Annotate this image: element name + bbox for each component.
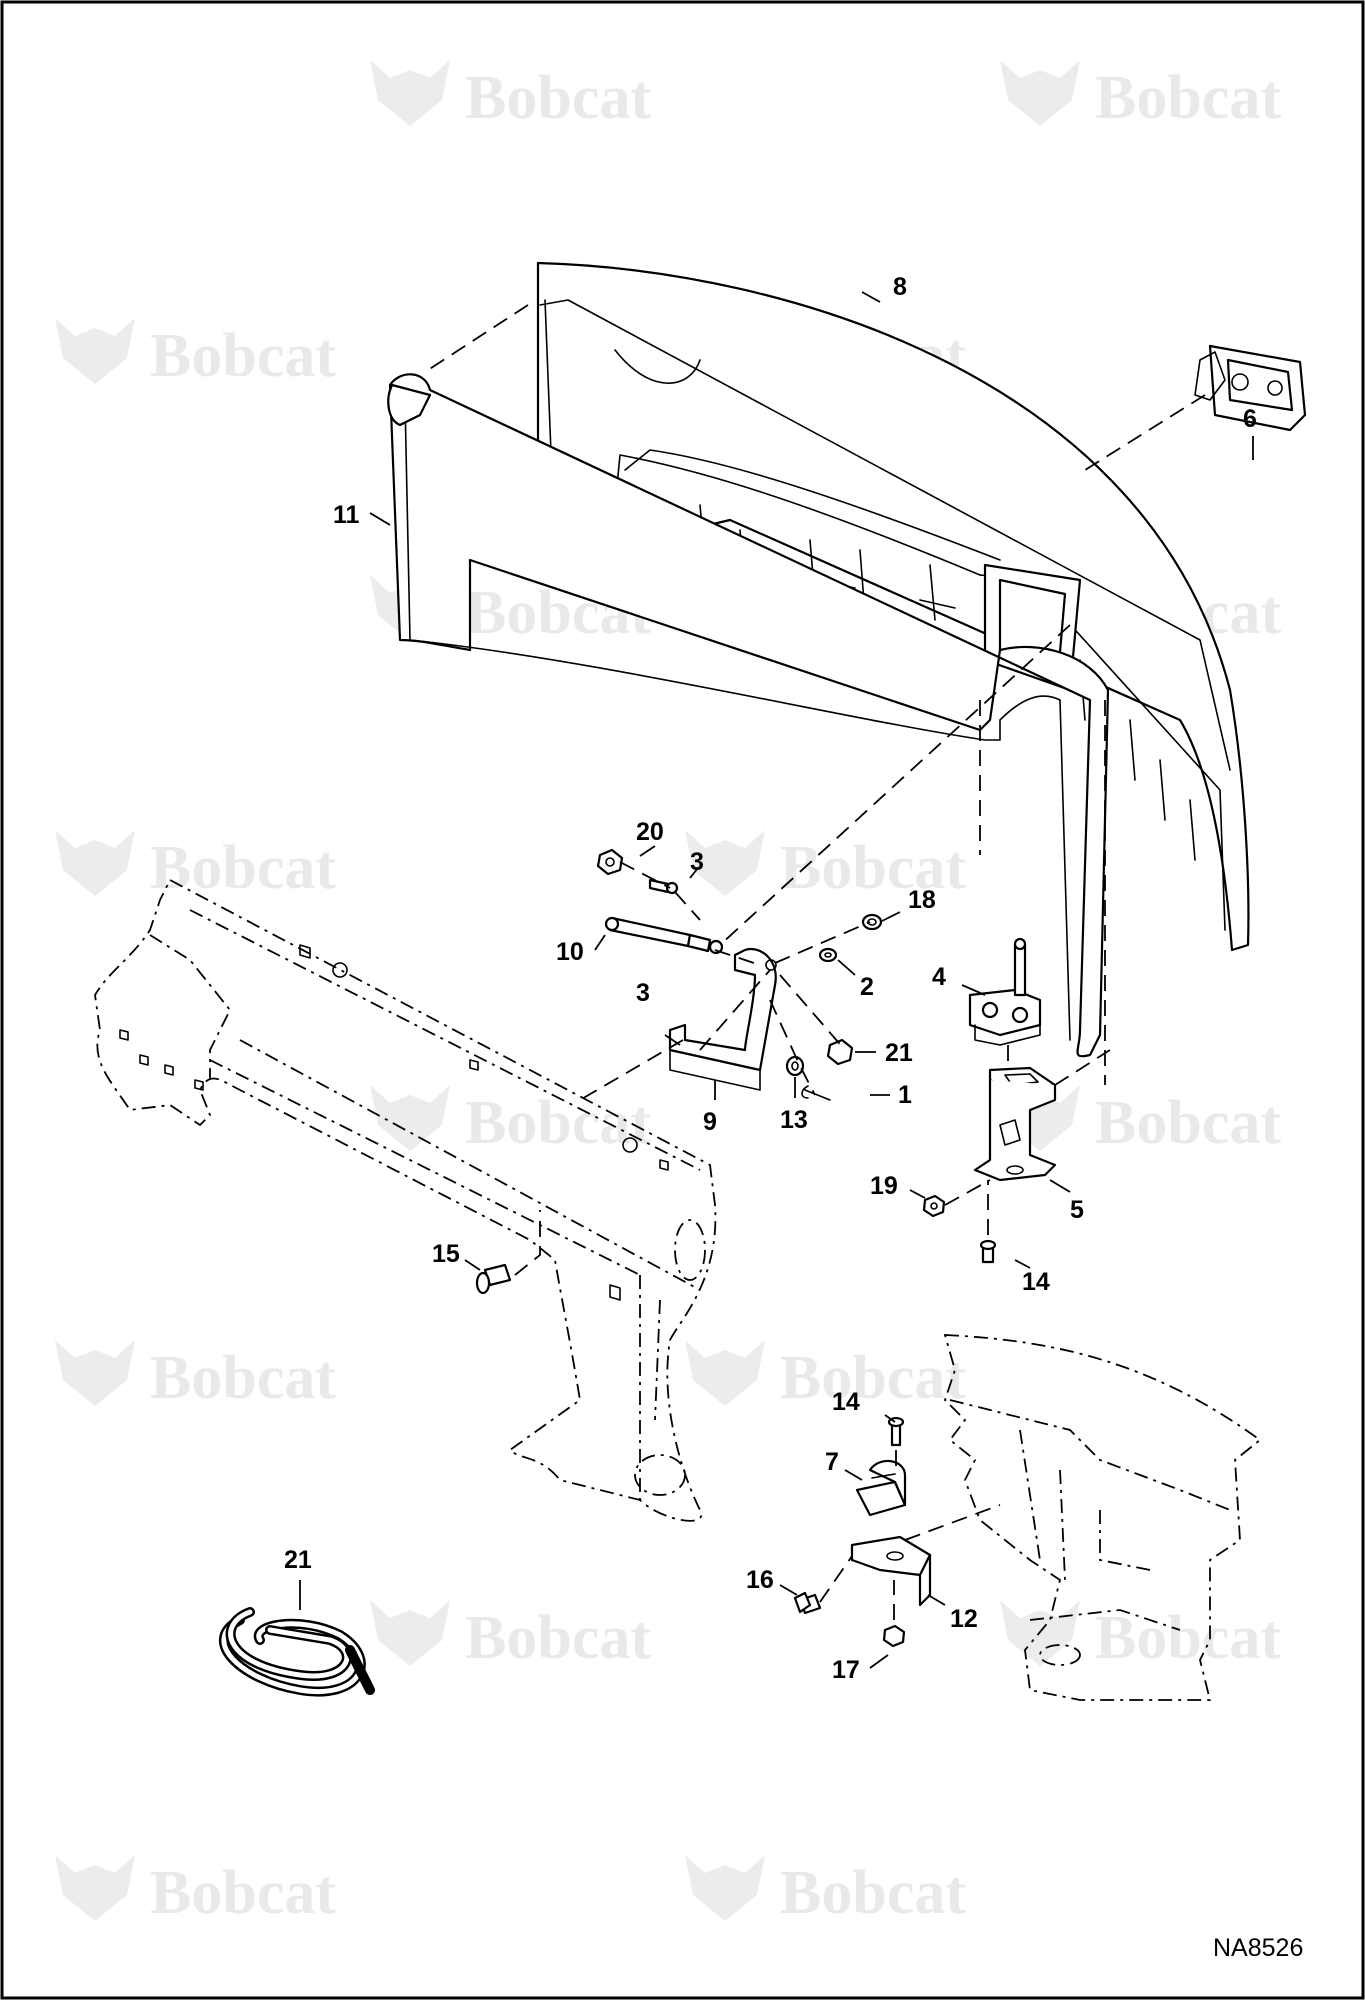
watermark: Bobcat xyxy=(55,830,336,902)
callout-6: 6 xyxy=(1243,405,1257,433)
watermark-text: Bobcat xyxy=(1095,1604,1281,1672)
callout-1: 1 xyxy=(898,1081,912,1109)
watermark: Bobcat xyxy=(1000,60,1281,132)
callout-21a: 21 xyxy=(885,1039,913,1067)
callout-20: 20 xyxy=(636,818,664,846)
watermark: Bobcat xyxy=(370,60,651,132)
washer-18 xyxy=(861,913,883,931)
washer-2 xyxy=(818,947,838,963)
part-hardware-small xyxy=(596,848,883,1101)
watermark-text: Bobcat xyxy=(150,1859,336,1927)
part-latch-handle xyxy=(1194,344,1307,432)
callout-15: 15 xyxy=(432,1240,460,1268)
callout-leaders xyxy=(299,291,1254,1669)
nut-19 xyxy=(922,1194,946,1218)
watermark-text: Bobcat xyxy=(780,1344,966,1412)
callout-4: 4 xyxy=(932,963,946,991)
callout-10: 10 xyxy=(556,938,584,966)
watermark-text: Bobcat xyxy=(465,1604,651,1672)
nut-17 xyxy=(882,1624,906,1648)
callout-9: 9 xyxy=(703,1108,717,1136)
callout-7: 7 xyxy=(825,1448,839,1476)
part-bumper-stop xyxy=(855,1459,907,1517)
watermark: Bobcat xyxy=(685,1855,966,1927)
callout-19: 19 xyxy=(870,1172,898,1200)
watermark-text: Bobcat xyxy=(465,64,651,132)
callout-18: 18 xyxy=(908,886,936,914)
part-door-seal xyxy=(387,373,1110,1058)
callout-8: 8 xyxy=(893,273,907,301)
callout-13: 13 xyxy=(780,1106,808,1134)
callout-12: 12 xyxy=(950,1605,978,1633)
callout-11: 11 xyxy=(333,501,360,529)
callout-21b: 21 xyxy=(284,1546,312,1574)
watermark: Bobcat xyxy=(55,1855,336,1927)
callout-5: 5 xyxy=(1070,1196,1084,1224)
callout-3b: 3 xyxy=(636,979,650,1007)
part-hardware-bumper xyxy=(793,1591,906,1648)
watermark-text: Bobcat xyxy=(150,322,336,390)
part-hardware-latch xyxy=(922,1194,997,1264)
callout-14b: 14 xyxy=(832,1388,860,1416)
nut-20 xyxy=(596,848,624,876)
figure-id: NA8526 xyxy=(1213,1934,1303,1962)
callout-14a: 14 xyxy=(1022,1268,1050,1296)
callout-labels: 8 6 11 20 3 18 10 3 2 4 21 1 9 13 19 5 1… xyxy=(284,273,1257,1684)
watermark: Bobcat xyxy=(1000,1600,1281,1672)
callout-3a: 3 xyxy=(690,848,704,876)
part-bumper-bracket xyxy=(850,1535,932,1607)
part-door-latch xyxy=(968,937,1042,1046)
callout-17: 17 xyxy=(832,1656,860,1684)
assembly-lines xyxy=(424,304,1206,1620)
callout-2: 2 xyxy=(860,973,874,1001)
watermark-text: Bobcat xyxy=(1095,64,1281,132)
watermark: Bobcat xyxy=(685,830,966,902)
watermark: Bobcat xyxy=(685,1340,966,1412)
part-gas-strut xyxy=(604,916,724,955)
watermark-text: Bobcat xyxy=(150,1344,336,1412)
part-bolt-15 xyxy=(475,1263,512,1295)
watermark-text: Bobcat xyxy=(150,834,336,902)
washer-13 xyxy=(785,1055,805,1077)
watermark-text: Bobcat xyxy=(780,1859,966,1927)
watermark: Bobcat xyxy=(370,1085,651,1157)
watermark: Bobcat xyxy=(55,1340,336,1412)
part-striker-bracket xyxy=(973,1066,1057,1182)
nut-21 xyxy=(826,1038,854,1066)
watermark: Bobcat xyxy=(55,318,336,390)
watermark-text: Bobcat xyxy=(465,1089,651,1157)
part-frame-crossmember xyxy=(94,878,717,1522)
watermark-text: Bobcat xyxy=(780,834,966,902)
cotter-pin-1 xyxy=(801,1085,831,1101)
part-seal-coil xyxy=(219,1607,375,1697)
watermark-text: Bobcat xyxy=(1095,1089,1281,1157)
callout-16: 16 xyxy=(746,1566,774,1594)
watermark: Bobcat xyxy=(370,1600,651,1672)
part-bolt-14b xyxy=(887,1416,905,1447)
part-strut-bracket xyxy=(668,947,777,1091)
